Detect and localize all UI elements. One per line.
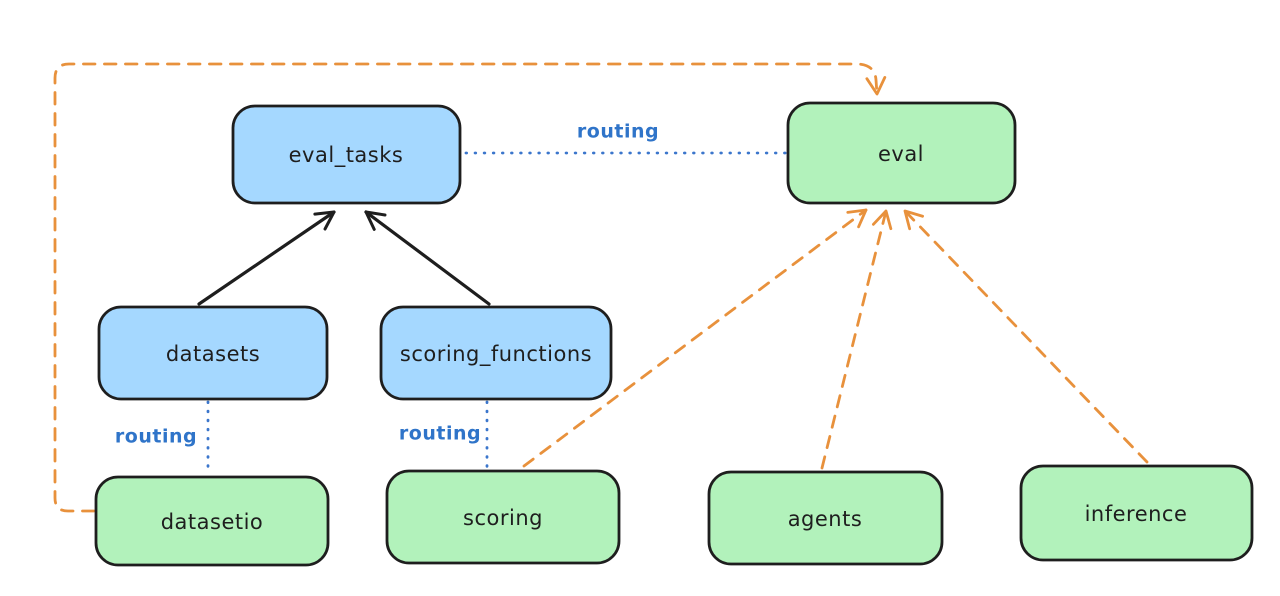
node-eval-tasks-label: eval_tasks [289, 143, 404, 168]
node-scoring-functions-label: scoring_functions [400, 342, 592, 367]
node-inference-label: inference [1085, 502, 1188, 526]
node-datasetio-label: datasetio [161, 510, 264, 534]
edge-datasets-to-eval-tasks [197, 210, 336, 306]
routing-label-top: routing [577, 121, 659, 143]
edge-inference-to-eval [903, 209, 1149, 464]
node-agents-label: agents [788, 507, 863, 531]
node-inference: inference [1019, 464, 1254, 562]
node-eval-tasks: eval_tasks [231, 104, 462, 205]
node-agents: agents [707, 470, 944, 566]
routing-label-datasets: routing [115, 426, 197, 448]
node-datasets: datasets [97, 305, 329, 401]
node-datasetio: datasetio [94, 475, 330, 567]
routing-label-scoring: routing [399, 423, 481, 445]
node-scoring-label: scoring [463, 506, 543, 530]
node-eval-label: eval [878, 142, 924, 166]
edge-datasetio-to-eval [53, 62, 887, 513]
node-scoring: scoring [385, 469, 621, 565]
node-datasets-label: datasets [166, 342, 260, 366]
edge-scoring-to-eval [522, 208, 868, 468]
node-scoring-functions: scoring_functions [379, 305, 613, 401]
edge-agents-to-eval [820, 209, 893, 470]
node-eval: eval [786, 101, 1017, 205]
edge-scoring-functions-to-eval-tasks [364, 210, 491, 306]
